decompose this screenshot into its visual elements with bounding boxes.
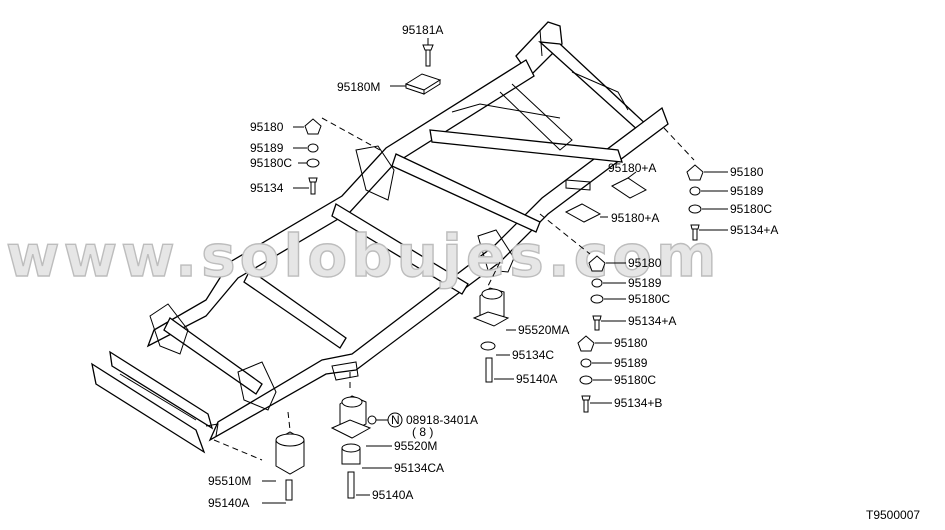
part-95180M-pad — [404, 73, 442, 95]
label-95180A-2: 95180+A — [611, 211, 659, 225]
part-95520M-mount — [330, 395, 372, 439]
label-95140A-left: 95140A — [208, 496, 249, 510]
part-95180A-pad-2 — [564, 203, 602, 223]
label-95140A-mid: 95140A — [516, 372, 557, 386]
part-95140A-bolt-mid — [485, 357, 493, 383]
label-95180C-r3: 95180C — [614, 373, 656, 387]
part-08918-3401A-nut — [367, 415, 377, 425]
right-mount-stack-2 — [588, 255, 606, 331]
label-95180C-r1: 95180C — [730, 202, 772, 216]
part-95140A-bolt-left — [285, 479, 293, 501]
label-95134B-r3: 95134+B — [614, 396, 662, 410]
left-mount-stack — [304, 118, 322, 195]
diagram-id: T9500007 — [866, 508, 920, 522]
label-95134C: 95134C — [512, 348, 554, 362]
part-95134CA-bushing — [341, 443, 361, 465]
part-95140A-bolt-center — [347, 471, 355, 499]
right-mount-stack-1 — [686, 164, 704, 241]
label-95189-r1: 95189 — [730, 184, 764, 198]
label-95181A: 95181A — [402, 23, 443, 37]
label-95189-left: 95189 — [250, 141, 284, 155]
label-08918-qty: ( 8 ) — [412, 425, 433, 439]
watermark-text: www.solobujes.com — [6, 222, 720, 290]
part-95134C-washer — [480, 341, 496, 351]
label-95189-r2: 95189 — [628, 276, 662, 290]
label-95180-r1: 95180 — [730, 165, 764, 179]
label-95180C-r2: 95180C — [628, 292, 670, 306]
label-95520M: 95520M — [394, 439, 437, 453]
label-95180M: 95180M — [337, 80, 380, 94]
part-95180A-pad-1 — [611, 177, 647, 199]
label-95134-left: 95134 — [250, 181, 284, 195]
vehicle-frame — [91, 21, 669, 454]
label-95180C-left: 95180C — [250, 156, 292, 170]
label-95180-left: 95180 — [250, 120, 284, 134]
label-95180-r2: 95180 — [628, 256, 662, 270]
label-95134CA: 95134CA — [394, 461, 444, 475]
label-95510M: 95510M — [208, 474, 251, 488]
right-mount-stack-3 — [577, 335, 595, 413]
label-95134A-r2: 95134+A — [628, 314, 676, 328]
part-95181A-bolt — [422, 44, 434, 67]
part-95520MA-mount — [472, 287, 510, 327]
label-08918-3401A: 08918-3401A — [406, 413, 478, 427]
label-95180-r3: 95180 — [614, 336, 648, 350]
label-95134A-r1: 95134+A — [730, 223, 778, 237]
part-95510M-mount — [275, 431, 305, 475]
label-95520MA: 95520MA — [518, 323, 569, 337]
label-95180A-1: 95180+A — [608, 161, 656, 175]
n-symbol: N — [391, 413, 400, 427]
label-95140A-center: 95140A — [372, 488, 413, 502]
label-95189-r3: 95189 — [614, 356, 648, 370]
